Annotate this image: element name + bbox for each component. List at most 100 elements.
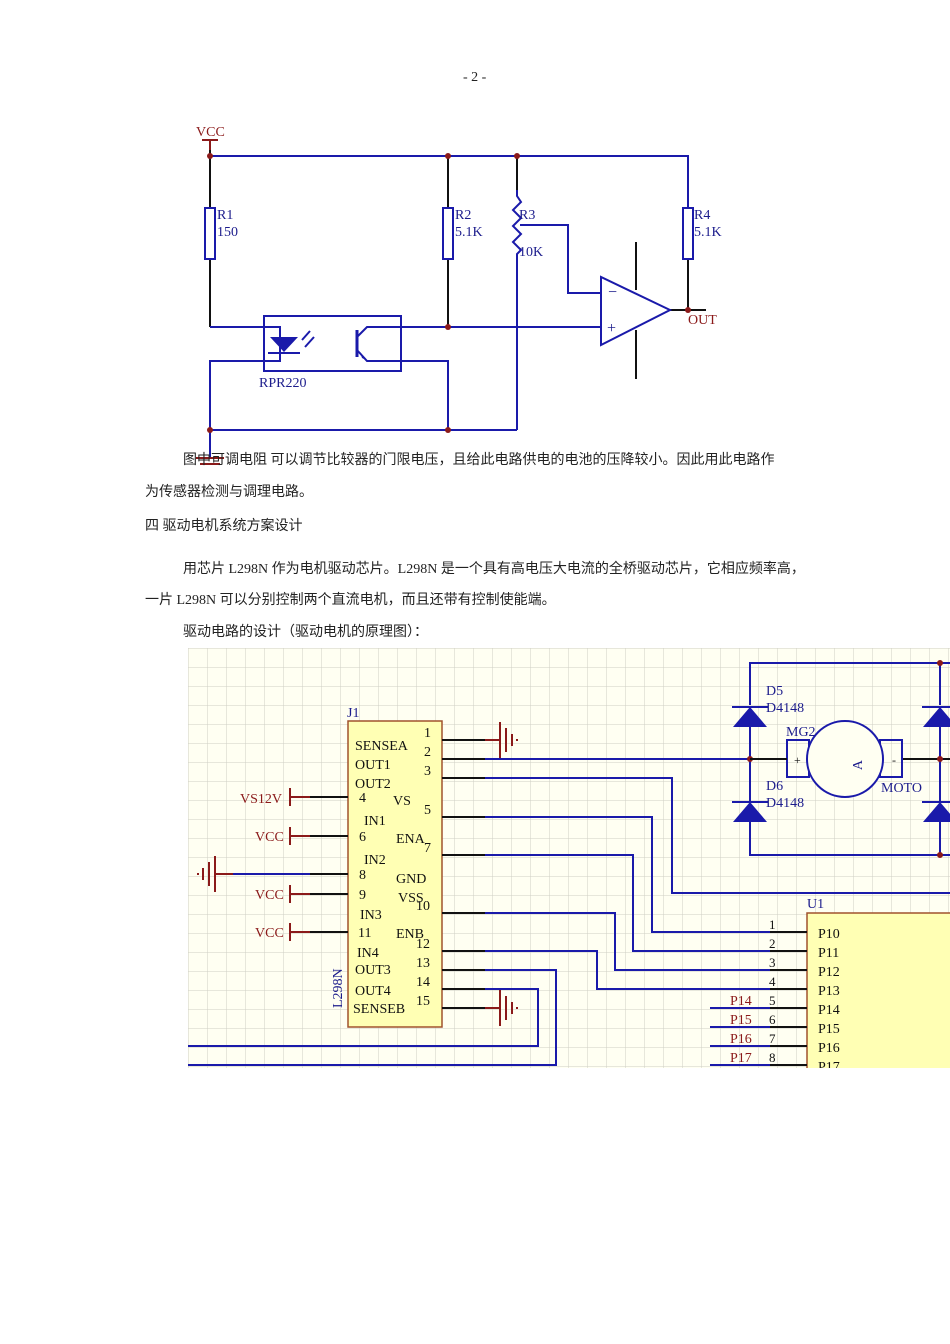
u1-ref: U1 <box>807 897 824 912</box>
j1-pin-name: IN3 <box>360 908 382 923</box>
j1-pin-number: 15 <box>416 994 430 1009</box>
j1-pin-name: OUT1 <box>355 758 391 773</box>
paragraph-1-line-1: 图中可调电阻 可以调节比较器的门限电压，且给此电路供电的电池的压降较小。因此用此… <box>183 453 775 468</box>
u1-pin-name: P12 <box>818 965 840 980</box>
d6-value: D4148 <box>766 796 804 811</box>
u1-pin-name: P15 <box>818 1022 840 1037</box>
j1-pin-number: 1 <box>424 726 431 741</box>
u1-pin-number: 7 <box>769 1031 776 1046</box>
comparator-opamp: − + <box>600 275 673 347</box>
paragraph-1-line-2: 为传感器检测与调理电路。 <box>145 485 313 500</box>
resistor-r2 <box>442 207 454 260</box>
u1-pin-number: 5 <box>769 993 776 1008</box>
d5-value: D4148 <box>766 701 804 716</box>
diode-d6-icon <box>732 801 768 822</box>
potentiometer-r3 <box>511 190 523 260</box>
r4-ref: R4 <box>694 208 710 223</box>
u1-pin-name: P11 <box>818 946 839 961</box>
j1-pin-number: 3 <box>424 764 431 779</box>
paragraph-3: 驱动电路的设计（驱动电机的原理图）： <box>183 625 428 640</box>
j1-pin-number: 12 <box>416 937 430 952</box>
l298n-chip-j1 <box>347 720 443 1028</box>
j1-pin-number: 5 <box>424 803 431 818</box>
u1-net-label: P16 <box>730 1032 752 1047</box>
j1-pin-name: IN4 <box>357 946 379 961</box>
j1-pin-number: 10 <box>416 899 430 914</box>
diode-d5-icon <box>732 706 768 727</box>
motor-mg2 <box>750 720 903 798</box>
u1-pin-number: 6 <box>769 1012 776 1027</box>
opamp-plus: + <box>607 320 616 337</box>
u1-pin-number: 1 <box>769 917 776 932</box>
j1-pin-name: VS <box>393 794 411 809</box>
diode-right-top-icon <box>922 706 950 727</box>
sensor-label: RPR220 <box>259 376 306 391</box>
u1-pin-name: P16 <box>818 1041 840 1056</box>
j1-pin-number: 13 <box>416 956 430 971</box>
motor-symbol: A <box>851 759 866 770</box>
r4-value: 5.1K <box>694 225 722 240</box>
motor-value: MOTO <box>881 781 922 796</box>
j1-pin-name: IN1 <box>364 814 386 829</box>
resistor-r1 <box>204 207 216 260</box>
vcc-label-pin9: VCC <box>255 888 284 903</box>
ground-icon-pin1 <box>485 722 518 758</box>
j1-pin-name: OUT2 <box>355 777 391 792</box>
r3-value: 10K <box>519 245 543 260</box>
u1-pin-number: 2 <box>769 936 776 951</box>
r1-ref: R1 <box>217 208 233 223</box>
section-heading: 四 驱动电机系统方案设计 <box>145 519 303 534</box>
r2-value: 5.1K <box>455 225 483 240</box>
j1-pin-name: VSS <box>398 891 424 906</box>
j1-pin-name: SENSEB <box>353 1002 405 1017</box>
j1-pin-number: 6 <box>359 830 366 845</box>
d6-ref: D6 <box>766 779 783 794</box>
u1-pin-name: P13 <box>818 984 840 999</box>
ground-icon <box>196 457 224 465</box>
j1-pin-number: 2 <box>424 745 431 760</box>
j1-pin-number: 7 <box>424 841 431 856</box>
j1-pin-name: OUT3 <box>355 963 391 978</box>
j1-pin-number: 11 <box>358 926 371 941</box>
j1-pin-number: 14 <box>416 975 430 990</box>
junction-dots <box>207 153 691 433</box>
u1-pin-number: 3 <box>769 955 776 970</box>
motor-plus: + <box>794 753 801 767</box>
sensor-circuit-schematic: VCC R1 150 R2 5. <box>196 125 722 465</box>
j1-part: L298N <box>331 968 346 1008</box>
wires <box>188 662 950 1066</box>
u1-net-label: P15 <box>730 1013 752 1028</box>
j1-pin-number: 9 <box>359 888 366 903</box>
u1-pin-number: 4 <box>769 974 776 989</box>
motor-ref: MG2 <box>786 725 816 740</box>
j1-pin-name: IN2 <box>364 853 386 868</box>
opamp-minus: − <box>608 284 617 301</box>
j1-pin-name: GND <box>396 872 426 887</box>
page-number: - 2 - <box>463 70 487 85</box>
out-label: OUT <box>688 313 717 328</box>
j1-pin-number: 4 <box>359 791 366 806</box>
j1-pin-name: ENA <box>396 832 426 847</box>
vcc-port-icon <box>202 139 218 150</box>
paragraph-2-line-2: 一片 L298N 可以分别控制两个直流电机，而且还带有控制使能端。 <box>145 593 556 608</box>
u1-net-label: P14 <box>730 994 752 1009</box>
u1-pin-name: P14 <box>818 1003 840 1018</box>
paragraph-2-line-1: 用芯片 L298N 作为电机驱动芯片。L298N 是一个具有高电压大电流的全桥驱… <box>183 562 805 577</box>
wires <box>209 150 706 458</box>
mcu-u1 <box>806 912 950 1068</box>
vcc-label: VCC <box>196 125 225 140</box>
motor-minus: - <box>892 753 896 767</box>
optocoupler-rpr220 <box>263 315 402 372</box>
j1-pin-name: OUT4 <box>355 984 391 999</box>
ground-icon-left <box>197 856 233 892</box>
ground-icon-pin15 <box>485 990 518 1026</box>
j1-ref: J1 <box>347 706 359 721</box>
resistor-r4 <box>682 207 694 260</box>
vcc-label-pin11: VCC <box>255 926 284 941</box>
j1-pin-name: SENSEA <box>355 739 409 754</box>
vs12v-label: VS12V <box>240 792 282 807</box>
u1-net-label: P17 <box>730 1051 752 1066</box>
r1-value: 150 <box>217 225 238 240</box>
